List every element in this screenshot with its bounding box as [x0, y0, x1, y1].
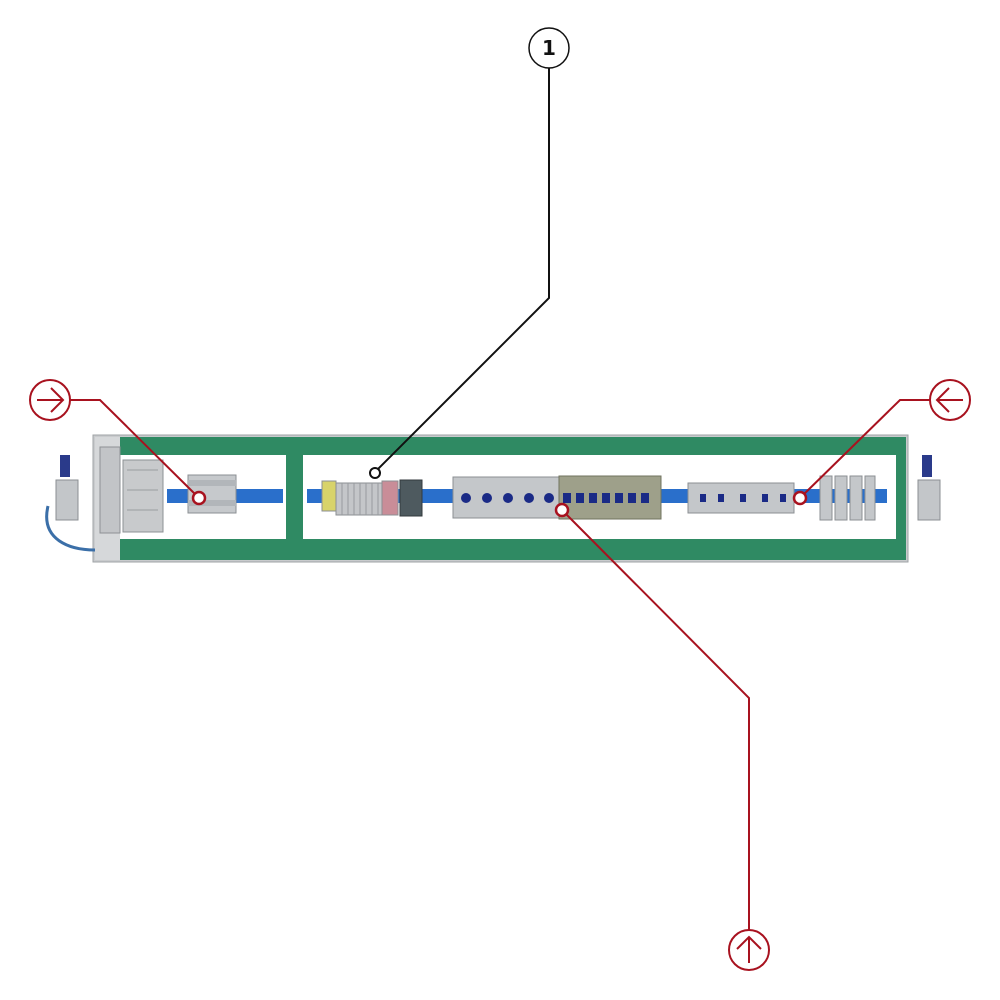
end-module-1 [819, 475, 833, 521]
terminal-blocks [335, 482, 383, 516]
end-module-3 [849, 475, 863, 521]
left-pointer[interactable] [70, 399, 207, 506]
callout-1-label: 1 [542, 36, 556, 60]
bottom-pointer[interactable] [554, 502, 750, 930]
terminal-red [381, 480, 399, 516]
callout-1[interactable]: 1 [369, 27, 570, 479]
arrow-right-circle-icon[interactable] [29, 379, 71, 421]
left-module-box [122, 459, 164, 533]
arrow-left-circle-icon[interactable] [929, 379, 971, 421]
end-module-4 [864, 475, 876, 521]
callout-1-bubble[interactable] [528, 27, 570, 69]
left-valve-body [55, 479, 79, 521]
left-cable [45, 505, 96, 552]
terminal-dark [399, 479, 423, 517]
arrow-up-circle-icon[interactable] [728, 929, 770, 971]
terminal-end-yellow [321, 480, 337, 512]
left-valve-top [60, 455, 70, 477]
left-module-tall [99, 446, 121, 534]
end-module-2 [834, 475, 848, 521]
right-valve-top [922, 455, 932, 477]
right-valve-body [917, 479, 941, 521]
right-pointer[interactable] [792, 399, 930, 506]
